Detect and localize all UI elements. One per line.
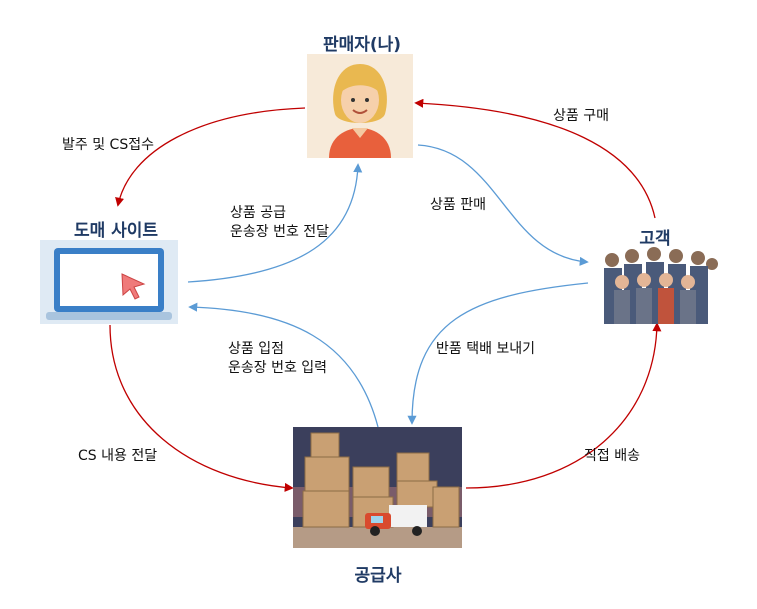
label-return: 반품 택배 보내기: [436, 341, 536, 357]
arrow-seller-to-customer: [417, 144, 589, 266]
label-direct-ship: 직접 배송: [584, 448, 640, 464]
customer-title: 고객: [639, 229, 671, 249]
arrow-wholesale-to-seller: [187, 163, 363, 283]
label-stock: 상품 입점 운송장 번호 입력: [228, 340, 327, 378]
laptop-icon: [46, 248, 172, 320]
arrow-customer-to-seller: [414, 98, 656, 219]
arrow-customer-to-supplier: [407, 282, 589, 425]
seller-avatar: [307, 54, 413, 158]
label-stock-line2: 운송장 번호 입력: [228, 360, 328, 376]
boxes-truck-icon: [293, 427, 462, 548]
label-buy: 상품 구매: [553, 108, 609, 124]
seller-title: 판매자(나): [322, 35, 402, 55]
label-supply-line1: 상품 공급: [230, 205, 286, 221]
arrow-wholesale-to-supplier: [109, 324, 294, 492]
arrow-seller-to-wholesale: [115, 107, 306, 207]
arrow-supplier-to-wholesale: [188, 302, 379, 428]
customer-crowd: [600, 242, 718, 324]
label-order-cs: 발주 및 CS접수: [62, 137, 154, 153]
people-group-icon: [604, 247, 718, 324]
supplier-warehouse: [293, 427, 462, 548]
wholesale-title: 도매 사이트: [73, 221, 159, 241]
label-cs-relay: CS 내용 전달: [78, 448, 158, 464]
label-supply-line2: 운송장 번호 전달: [230, 224, 330, 240]
label-stock-line1: 상품 입점: [228, 341, 284, 357]
label-sell: 상품 판매: [430, 197, 486, 213]
arrow-supplier-to-customer: [465, 322, 662, 489]
supplier-title: 공급사: [354, 566, 402, 586]
wholesale-laptop: [40, 240, 178, 324]
woman-avatar-icon: [329, 64, 391, 158]
label-supply: 상품 공급 운송장 번호 전달: [230, 204, 329, 242]
